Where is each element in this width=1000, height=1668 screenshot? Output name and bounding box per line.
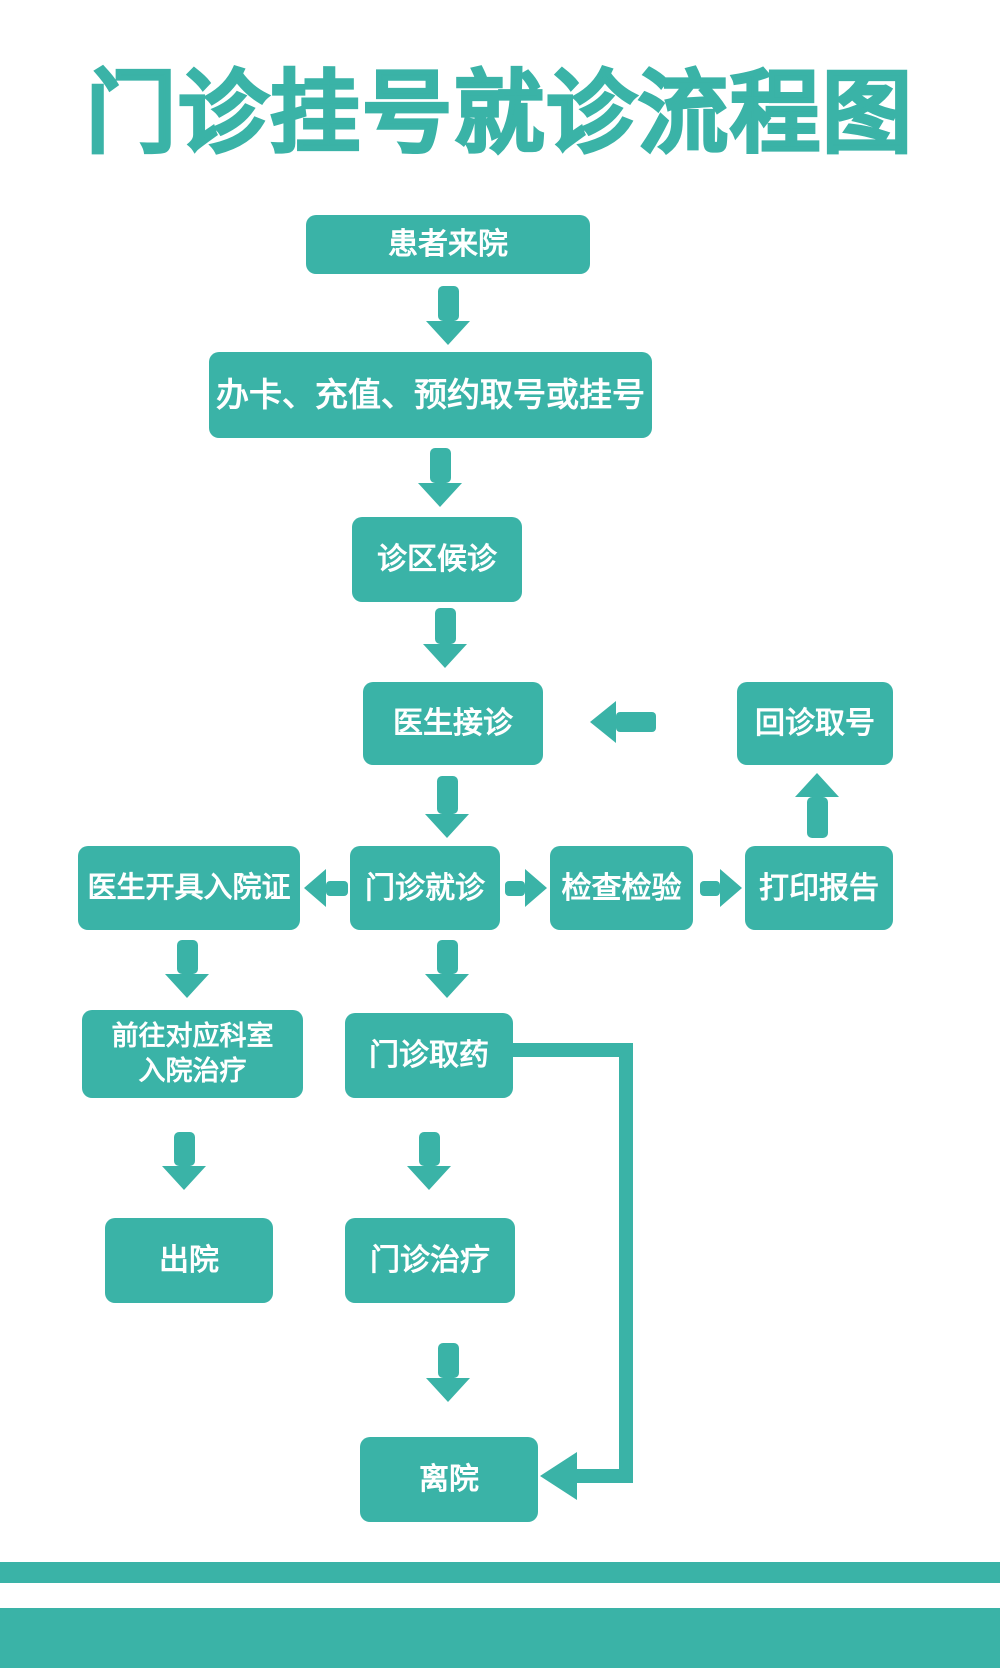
node-examination: 检查检验 [550,846,693,930]
node-admission-certificate: 医生开具入院证 [78,846,300,930]
node-return-visit-number: 回诊取号 [737,682,893,765]
node-leave-hospital: 离院 [360,1437,538,1522]
down-arrow-icon [426,286,470,345]
left-arrow-icon [590,701,656,743]
footer-stripe-thick [0,1608,1000,1668]
left-arrowhead-icon [540,1452,577,1500]
down-arrow-icon [162,1132,206,1190]
node-discharge: 出院 [105,1218,273,1303]
down-arrow-icon [425,940,469,998]
node-doctor-reception: 医生接诊 [363,682,543,765]
node-outpatient-visit: 门诊就诊 [350,846,500,930]
node-print-report: 打印报告 [745,846,893,930]
left-arrow-icon [304,869,348,907]
connector-vertical-segment [619,1043,633,1483]
connector-horizontal-segment [513,1043,633,1057]
right-arrow-icon [700,869,742,907]
node-card-recharge: 办卡、充值、预约取号或挂号 [209,352,652,438]
connector-horizontal-segment [576,1469,633,1483]
down-arrow-icon [426,1343,470,1402]
down-arrow-icon [165,940,209,998]
node-patient-arrival: 患者来院 [306,215,590,274]
up-arrow-icon [795,773,839,838]
node-outpatient-treatment: 门诊治疗 [345,1218,515,1303]
right-arrow-icon [505,869,547,907]
node-pharmacy: 门诊取药 [345,1013,513,1098]
footer-stripe-thin [0,1562,1000,1583]
down-arrow-icon [425,776,469,838]
down-arrow-icon [423,608,467,668]
down-arrow-icon [407,1132,451,1190]
node-label-line2: 入院治疗 [138,1056,247,1087]
page-title: 门诊挂号就诊流程图 [85,60,914,168]
down-arrow-icon [418,448,462,507]
node-goto-department: 前往对应科室 入院治疗 [82,1010,303,1098]
node-waiting-area: 诊区候诊 [352,517,522,602]
node-label-line1: 前往对应科室 [111,1020,274,1052]
